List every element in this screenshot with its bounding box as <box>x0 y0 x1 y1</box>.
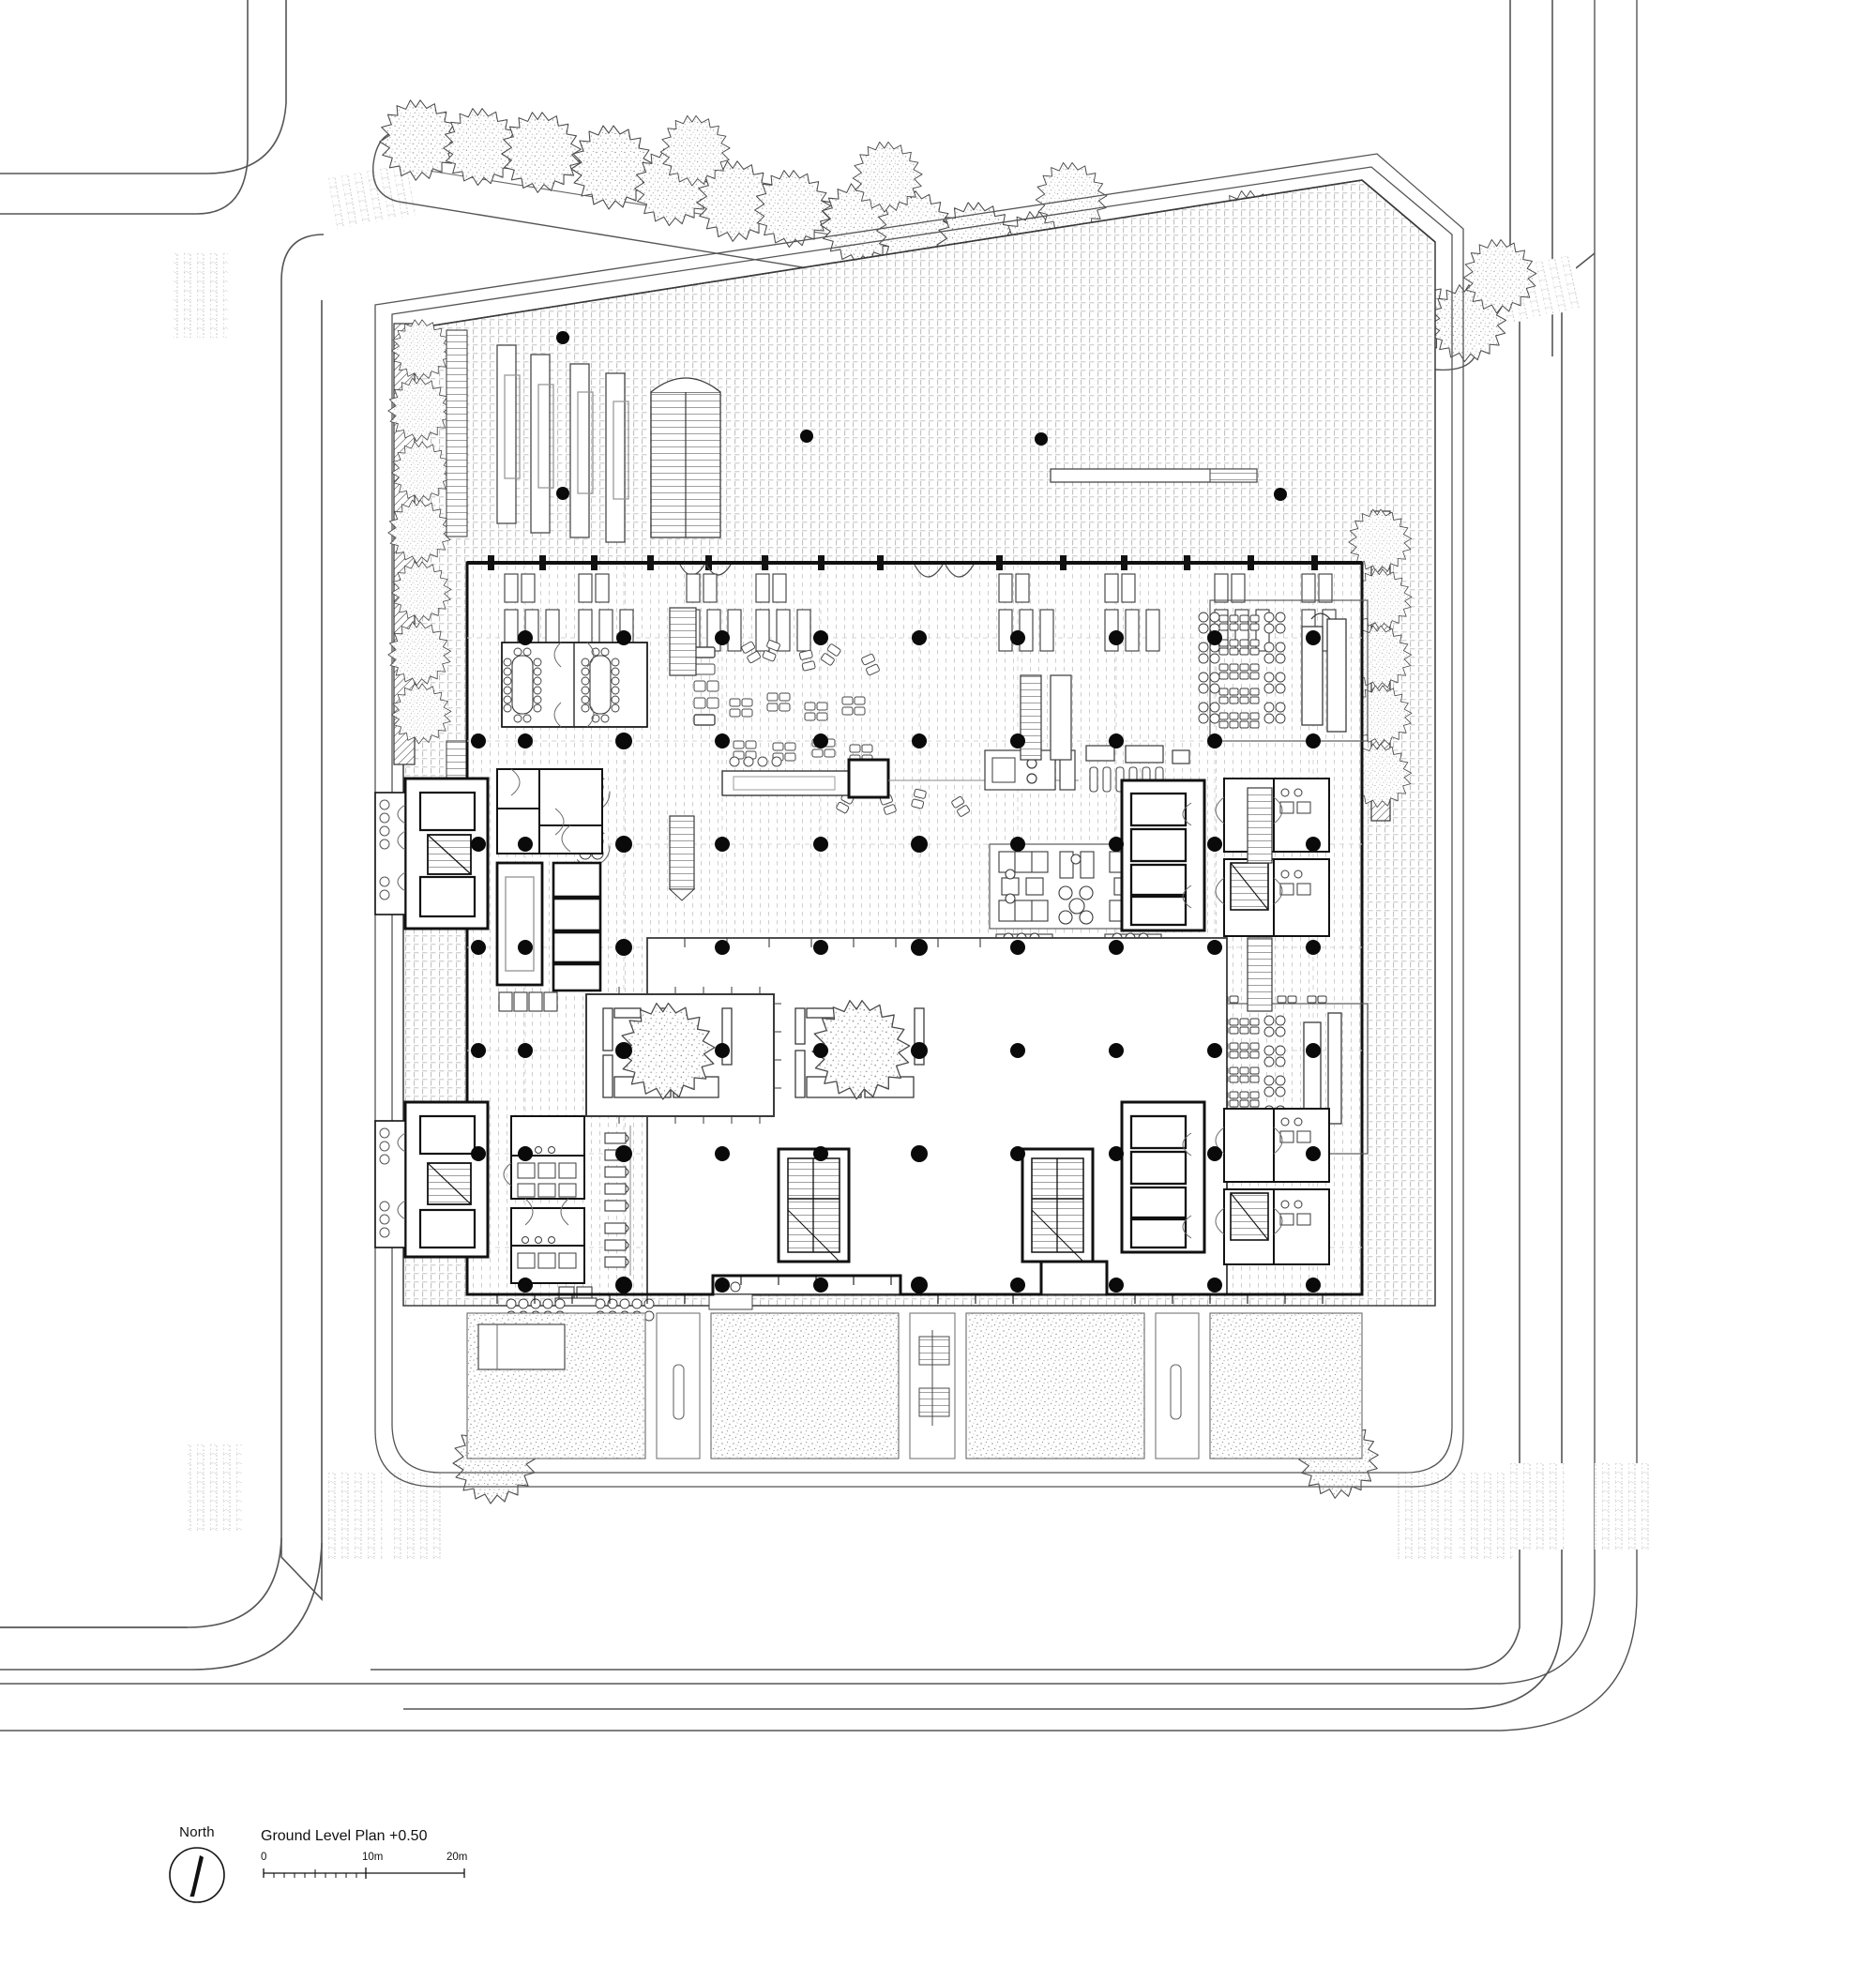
core-north-west <box>374 768 603 1012</box>
scale-bar-graphic <box>263 1868 465 1879</box>
structural-columns <box>471 331 1321 1293</box>
core-south-east <box>1120 1100 1330 1265</box>
scale-tick-20m: 20m <box>446 1852 468 1863</box>
drawing-legend: North Ground Level Plan +0.50 0 10m 20m <box>159 1824 467 1904</box>
plaza-benches <box>496 344 629 543</box>
scale-bar-block: Ground Level Plan +0.50 0 10m 20m <box>261 1824 467 1885</box>
plan-title: Ground Level Plan +0.50 <box>261 1828 428 1844</box>
meeting-rooms-west <box>501 642 648 728</box>
scale-tick-0: 0 <box>261 1852 267 1863</box>
dining-hall-east <box>1198 599 1369 742</box>
display-units <box>1085 745 1190 764</box>
plaza-ramp-east <box>1050 468 1258 483</box>
north-facade <box>467 555 1362 578</box>
north-arrow-block: North <box>159 1824 234 1904</box>
reception-desk <box>721 745 1190 799</box>
scale-tick-10m: 10m <box>362 1852 384 1863</box>
south-facade <box>467 1260 1362 1304</box>
cafe-loose-seating <box>693 640 880 764</box>
courtyard-planter-east <box>794 1000 925 1100</box>
scale-tick-labels: 0 10m 20m <box>261 1852 468 1866</box>
north-arrow-icon <box>169 1847 225 1903</box>
bicycle-parking <box>604 1126 631 1276</box>
north-service-units <box>504 573 1337 652</box>
core-south-west <box>374 1100 598 1307</box>
west-planting-strip <box>387 319 468 796</box>
north-label: North <box>179 1824 215 1840</box>
plaza-steps <box>650 377 721 538</box>
feature-stairs <box>777 1147 1095 1263</box>
south-garden-strips <box>466 1312 1363 1459</box>
courtyard-planter-west <box>585 987 781 1124</box>
site-boundary <box>374 153 1464 1488</box>
